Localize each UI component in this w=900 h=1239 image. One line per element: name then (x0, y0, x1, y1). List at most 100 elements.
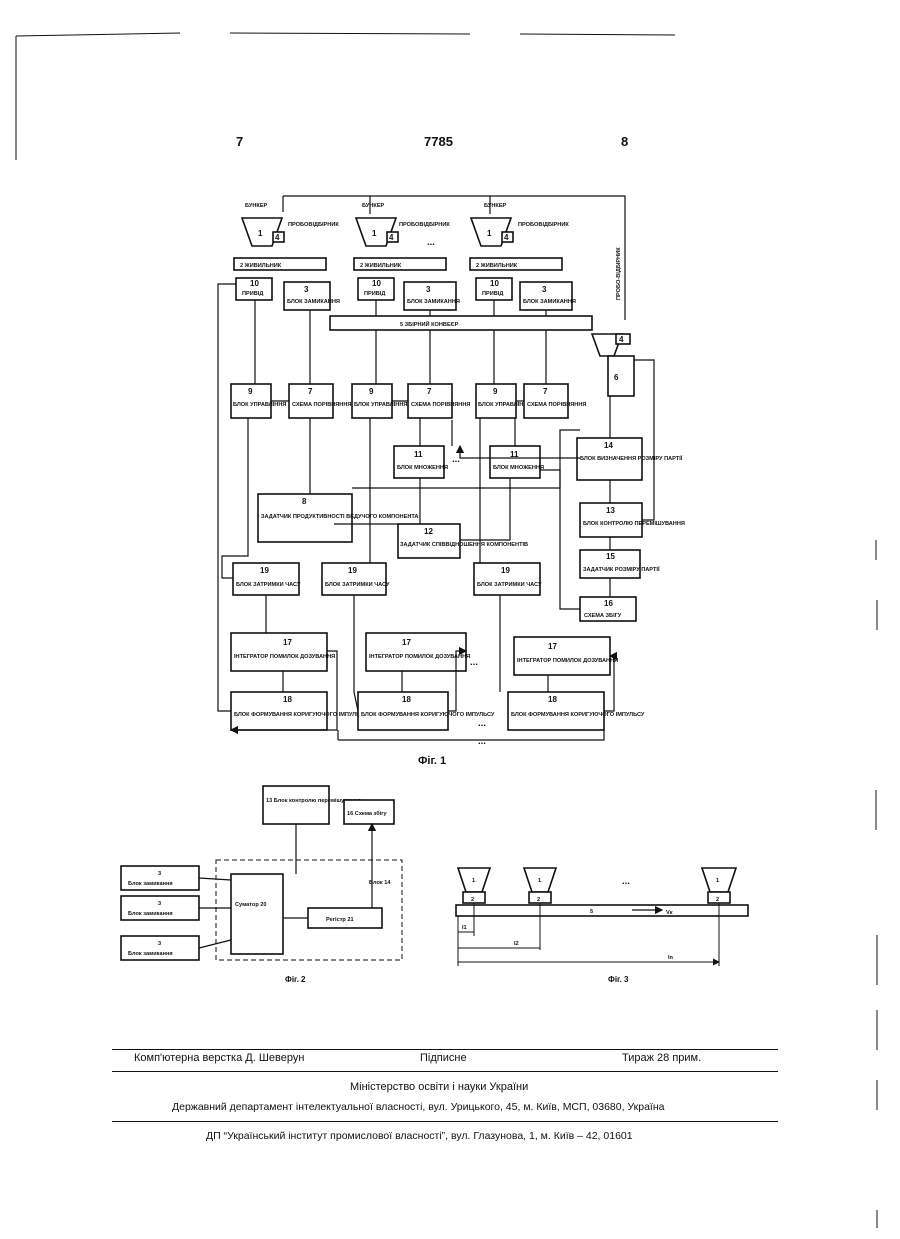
bunker-number: 1 (538, 878, 541, 884)
top-bus-drops (370, 196, 490, 214)
gauge-number: 4 (504, 233, 509, 242)
adder-label: Суматор 20 (235, 902, 267, 908)
bunker-label: БУНКЕР (245, 203, 268, 209)
match-label: СХЕМА ЗБІГУ (584, 613, 622, 619)
bunker-label: БУНКЕР (484, 203, 507, 209)
match-number: 16 (604, 599, 613, 608)
compare-number: 7 (308, 387, 313, 396)
figure-1: БУНКЕР ПРОБОВІДБІРНИК 1 4 2 ЖИВИЛЬНИК 10… (218, 196, 685, 767)
gauge-number: 4 (389, 233, 394, 242)
lock-label: БЛОК ЗАМИКАННЯ (407, 299, 460, 305)
lock-number: 3 (542, 285, 547, 294)
batch-setter-label: ЗАДАТЧИК РОЗМІРУ ПАРТІЇ (583, 566, 660, 573)
adder-block (231, 874, 283, 954)
delay-label: БЛОК ЗАТРИМКИ ЧАСУ (325, 582, 390, 588)
dispenser-number: 2 (716, 897, 719, 903)
delay-label: БЛОК ЗАТРИМКИ ЧАСУ (477, 582, 542, 588)
footer-rule-middle (112, 1071, 778, 1072)
bunker-number: 1 (472, 878, 475, 884)
mixing-control-block (263, 786, 329, 824)
ratio-label: ЗАДАТЧИК СПІВВІДНОШЕННЯ КОМПОНЕНТІВ (400, 542, 528, 548)
bunker-label: БУНКЕР (362, 203, 385, 209)
pulse-label: БЛОК ФОРМУВАННЯ КОРИГУЮЧОГО ІМПУЛЬСУ (361, 712, 495, 718)
multiply-label: БЛОК МНОЖЕННЯ (493, 465, 544, 471)
drive-number: 10 (372, 279, 381, 288)
distance-l2: l2 (514, 941, 519, 947)
delay-number: 19 (260, 566, 269, 575)
delay-label: БЛОК ЗАТРИМКИ ЧАСУ (236, 582, 301, 588)
dispenser-number: 2 (471, 897, 474, 903)
fig1-caption: Фіг. 1 (418, 755, 446, 767)
productivity-number: 8 (302, 497, 307, 506)
delay-number: 19 (501, 566, 510, 575)
integrator-number: 17 (402, 638, 411, 647)
bunker-number: 1 (258, 229, 263, 238)
footer-department: Державний департамент інтелектуальної вл… (172, 1101, 664, 1113)
match-label: 16 Схема збігу (347, 810, 388, 817)
ellipsis: ... (622, 876, 630, 887)
feeder-label: ПРОБОВІДБІРНИК (518, 222, 569, 228)
ratio-number: 12 (424, 527, 433, 536)
footer-print-run: Тираж 28 прим. (622, 1052, 701, 1064)
integrator-number: 17 (283, 638, 292, 647)
compare-label: СХЕМА ПОРІВНЯННЯ (411, 402, 470, 408)
pulse-label: БЛОК ФОРМУВАННЯ КОРИГУЮЧОГО ІМПУЛЬСУ (234, 712, 368, 718)
distance-ln: ln (668, 955, 674, 961)
footer-institute: ДП “Український інститут промислової вла… (206, 1130, 633, 1142)
pulse-number: 18 (283, 695, 292, 704)
dispenser-label: 2 ЖИВИЛЬНИК (476, 263, 518, 269)
control-label: БЛОК УПРАВЛІННЯ (354, 402, 407, 408)
distance-l1: l1 (462, 925, 467, 931)
control-label: БЛОК УПРАВЛІННЯ (233, 402, 286, 408)
fig3-caption: Фіг. 3 (608, 975, 629, 984)
ellipsis: ... (452, 454, 460, 465)
lock-number: 3 (158, 871, 161, 877)
footer-rule-bottom (112, 1121, 778, 1122)
lock-number: 3 (158, 941, 161, 947)
pulse-label: БЛОК ФОРМУВАННЯ КОРИГУЮЧОГО ІМПУЛЬСУ (511, 712, 645, 718)
integrator-label: ІНТЕГРАТОР ПОМИЛОК ДОЗУВАННЯ (234, 654, 335, 660)
conveyor-label: 5 ЗБІРНИЙ КОНВЕЄР (400, 320, 459, 328)
lock-label: Блок замикання (128, 951, 173, 957)
figure-3: 1 2 1 2 ... 1 2 5 Vк l1 l2 ln Фіг. 3 (456, 868, 748, 984)
fig2-links (199, 824, 372, 948)
distance-arrows (458, 932, 719, 962)
fig2-caption: Фіг. 2 (285, 975, 306, 984)
compare-number: 7 (543, 387, 548, 396)
bunker-number: 1 (372, 229, 377, 238)
drive-label: ПРИВІД (242, 291, 263, 297)
integrator-label: ІНТЕГРАТОР ПОМИЛОК ДОЗУВАННЯ (369, 654, 470, 660)
footer-typesetter: Комп'ютерна верстка Д. Шеверун (134, 1052, 304, 1064)
drive-label: ПРИВІД (364, 291, 385, 297)
integrator-block (231, 633, 327, 671)
cross-links (334, 420, 580, 540)
pulse-block (231, 692, 327, 730)
compare-label: СХЕМА ПОРІВНЯННЯ (292, 402, 351, 408)
dispenser-label: 2 ЖИВИЛЬНИК (360, 263, 402, 269)
batch-size-label: БЛОК ВИЗНАЧЕННЯ РОЗМІРУ ПАРТІЇ (580, 455, 683, 462)
control-number: 9 (369, 387, 374, 396)
lock-label: Блок замикання (128, 881, 173, 887)
figure-2: 13 Блок контролю перемішування 16 Схема … (121, 786, 402, 984)
lock-label: Блок замикання (128, 911, 173, 917)
ellipsis: ... (427, 237, 435, 248)
conveyor (456, 905, 748, 916)
pulse-number: 18 (548, 695, 557, 704)
integrator-block (514, 637, 610, 675)
velocity-label: Vк (666, 910, 673, 916)
scan-marks (876, 540, 877, 1228)
batch-size-number: 14 (604, 441, 613, 450)
drive-label: ПРИВІД (482, 291, 503, 297)
footer-rule-top (112, 1049, 778, 1050)
dispenser-label: 2 ЖИВИЛЬНИК (240, 263, 282, 269)
integrator-number: 17 (548, 642, 557, 651)
collecting-conveyor (330, 316, 592, 330)
compare-number: 7 (427, 387, 432, 396)
multiply-label: БЛОК МНОЖЕННЯ (397, 465, 448, 471)
mixing-control-label: БЛОК КОНТРОЛЮ ПЕРЕМІШУВАННЯ (583, 521, 685, 527)
control-number: 9 (493, 387, 498, 396)
sampler-body (608, 356, 634, 396)
feeder-label: ПРОБОВІДБІРНИК (399, 222, 450, 228)
integrator-block (366, 633, 466, 671)
drive-number: 10 (490, 279, 499, 288)
